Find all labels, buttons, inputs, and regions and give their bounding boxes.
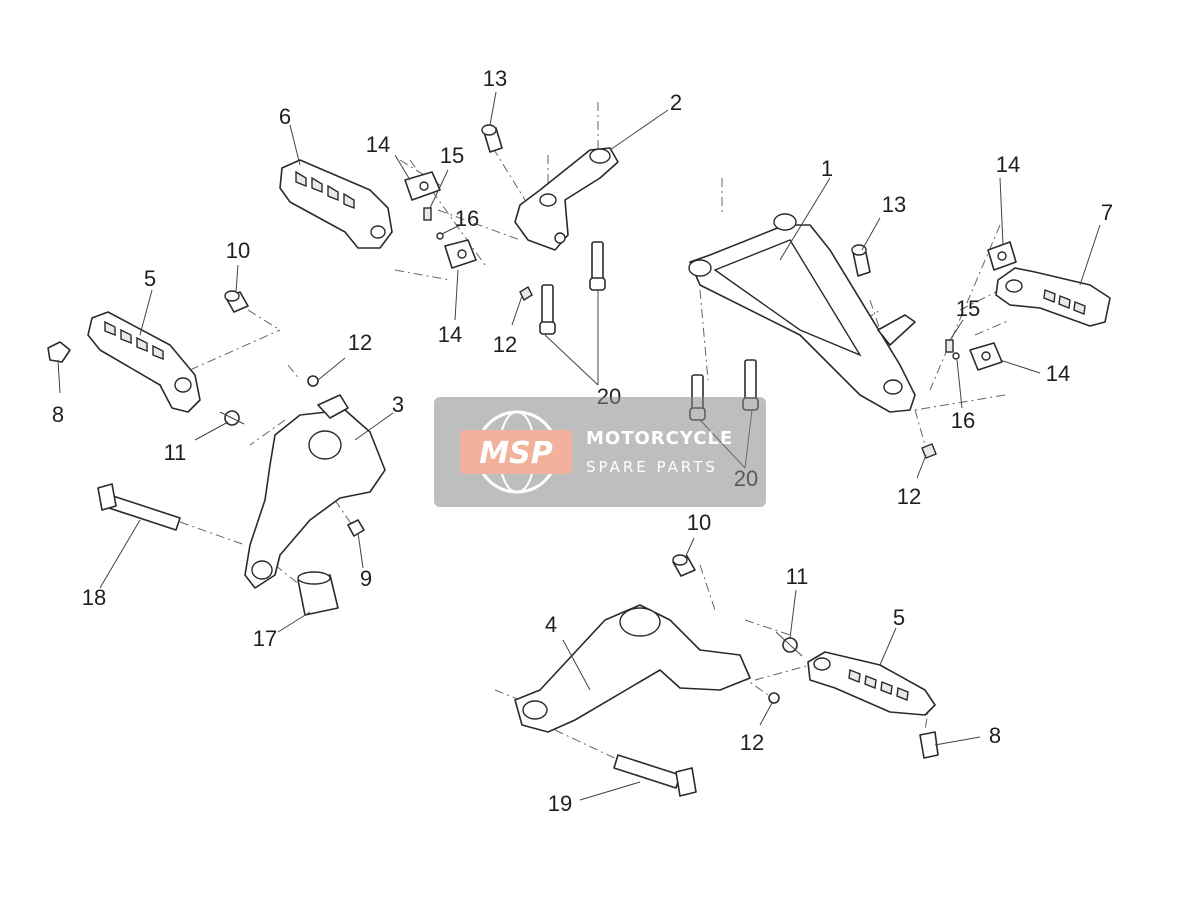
- watermark-line2: SPARE PARTS: [586, 458, 718, 476]
- callout-19: 19: [548, 791, 572, 816]
- callout-16a: 16: [455, 206, 479, 231]
- footpeg-rear-right: [995, 267, 1111, 327]
- callout-13a: 13: [483, 66, 507, 91]
- callout-9: 9: [360, 566, 372, 591]
- callout-14a: 14: [366, 132, 390, 157]
- callout-13b: 13: [882, 192, 906, 217]
- pin-13-top: [481, 124, 503, 153]
- callout-4: 4: [545, 612, 557, 637]
- callout-6: 6: [279, 104, 291, 129]
- bracket-rear-left: [514, 147, 619, 302]
- pin-19: [613, 754, 697, 797]
- bolt-8-left: [47, 341, 71, 363]
- callout-11: 11: [164, 440, 187, 465]
- watermark: MSP MOTORCYCLE SPARE PARTS: [434, 397, 766, 507]
- bolt-8-right: [919, 731, 939, 759]
- callout-11b: 11: [786, 564, 809, 589]
- callout-15a: 15: [440, 143, 464, 168]
- callout-12c: 12: [897, 484, 921, 509]
- callout-2: 2: [670, 90, 682, 115]
- callout-16b: 16: [951, 408, 975, 433]
- callout-12b: 12: [493, 332, 517, 357]
- callout-14c: 14: [996, 152, 1020, 177]
- callout-5: 5: [144, 266, 156, 291]
- footpeg-front-right: [807, 651, 936, 716]
- callout-7: 7: [1101, 200, 1113, 225]
- watermark-line1: MOTORCYCLE: [586, 428, 733, 449]
- callout-14d: 14: [1046, 361, 1070, 386]
- pin-18: [97, 483, 181, 531]
- spring-11-left: [219, 410, 245, 426]
- callout-10b: 10: [687, 510, 711, 535]
- callout-1: 1: [821, 156, 833, 181]
- callout-5b: 5: [893, 605, 905, 630]
- callout-17: 17: [253, 626, 277, 651]
- plates-left: [404, 171, 477, 269]
- callout-12d: 12: [740, 730, 764, 755]
- callout-10: 10: [226, 238, 250, 263]
- bushing-17: [297, 571, 339, 616]
- watermark-logo-text: MSP: [479, 436, 552, 471]
- bracket-rear-right: [688, 213, 916, 413]
- bracket-front-left: [244, 394, 386, 589]
- watermark-logo-badge: [460, 430, 572, 474]
- spring-11-right: [775, 631, 803, 657]
- clip-12-right: [768, 692, 780, 704]
- pin-10-right: [672, 554, 696, 577]
- callout-15b: 15: [956, 296, 980, 321]
- callout-12a: 12: [348, 330, 372, 355]
- watermark-background: [434, 397, 766, 507]
- pin-13-right: [851, 244, 871, 277]
- bolts-20-left: [539, 241, 606, 335]
- callout-8b: 8: [989, 723, 1001, 748]
- callout-14b: 14: [438, 322, 462, 347]
- clip-12-left: [307, 375, 319, 387]
- callout-18: 18: [82, 585, 106, 610]
- callout-3: 3: [392, 392, 404, 417]
- footpeg-rear-left: [279, 159, 393, 249]
- footpeg-front-left: [87, 311, 201, 413]
- screw-9: [347, 519, 365, 537]
- bracket-front-right: [514, 604, 751, 733]
- callout-8: 8: [52, 402, 64, 427]
- pin-10-left: [224, 290, 249, 313]
